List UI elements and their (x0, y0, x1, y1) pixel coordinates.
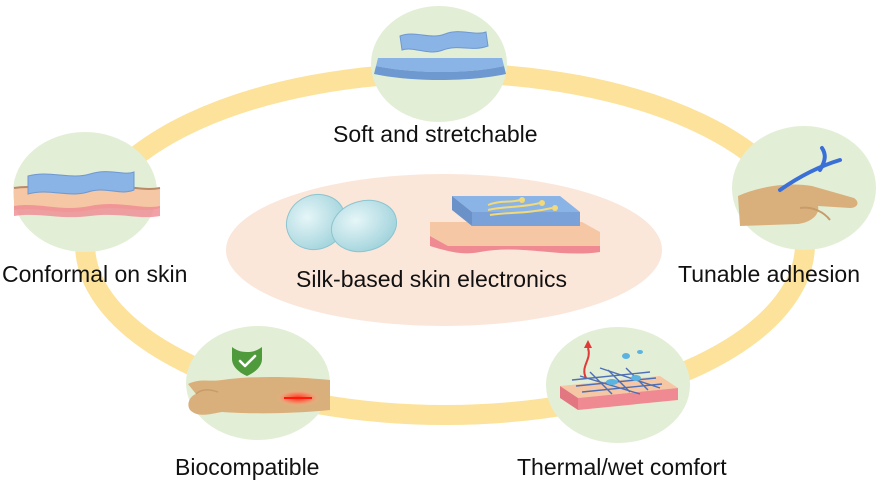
breathable-mesh-icon (560, 340, 678, 410)
silk-cocoon-icon (286, 193, 398, 253)
node-stretchable (371, 6, 507, 122)
node-biocompatible (186, 326, 330, 440)
feature-label-biocompatible: Biocompatible (175, 454, 320, 480)
stretchable-film-icon (374, 31, 506, 80)
feature-label-conformal: Conformal on skin (2, 261, 188, 287)
node-conformal (13, 132, 161, 252)
feature-label-adhesion: Tunable adhesion (678, 261, 861, 287)
feature-label-comfort: Thermal/wet comfort (517, 454, 727, 480)
feature-label-stretchable: Soft and stretchable (333, 121, 538, 147)
node-comfort (546, 327, 690, 443)
skin-device-icon (430, 196, 600, 254)
hand-adhesion-icon (738, 146, 858, 226)
arm-shield-icon (188, 347, 330, 415)
skin-conformal-film-icon (13, 171, 161, 218)
node-adhesion (732, 126, 876, 250)
center-title: Silk-based skin electronics (296, 266, 568, 292)
